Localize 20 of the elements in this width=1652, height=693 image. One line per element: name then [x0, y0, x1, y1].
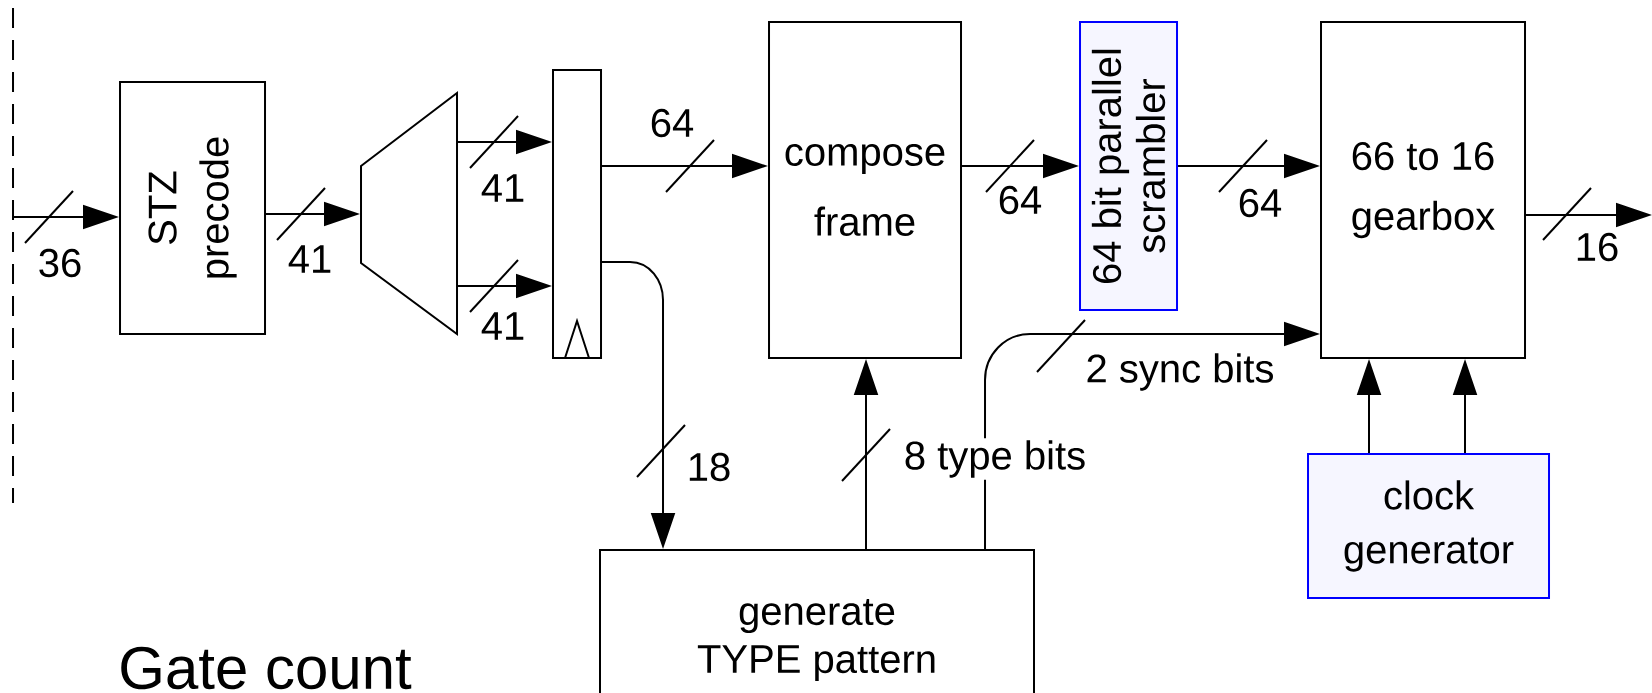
edge-label: 64 — [647, 106, 697, 140]
multiplexer-trapezoid — [360, 91, 458, 336]
edge-label: 41 — [478, 310, 528, 342]
block-box: 66 to 16 gearbox — [1320, 21, 1526, 359]
edge-label: 36 — [35, 246, 85, 280]
block-box: generate TYPE pattern — [599, 549, 1035, 693]
block-box: clock generator — [1307, 453, 1550, 599]
heading-text: Gate count — [121, 646, 412, 690]
edge-label: 8 type bits — [901, 438, 1089, 480]
block-box: STZ precode — [119, 81, 266, 335]
block-box: compose frame — [768, 21, 962, 359]
edge-label: 16 — [1572, 230, 1622, 264]
edge-label: 41 — [285, 243, 335, 275]
register-box — [552, 69, 602, 359]
edge-label: 41 — [478, 172, 528, 204]
block-box: 64 bit parallel scrambler — [1079, 21, 1178, 311]
edge-label: 64 — [995, 183, 1045, 217]
edge-label: 2 sync bits — [1083, 351, 1277, 393]
edge-label: 64 — [1235, 186, 1285, 220]
edge-label: 18 — [684, 450, 734, 484]
